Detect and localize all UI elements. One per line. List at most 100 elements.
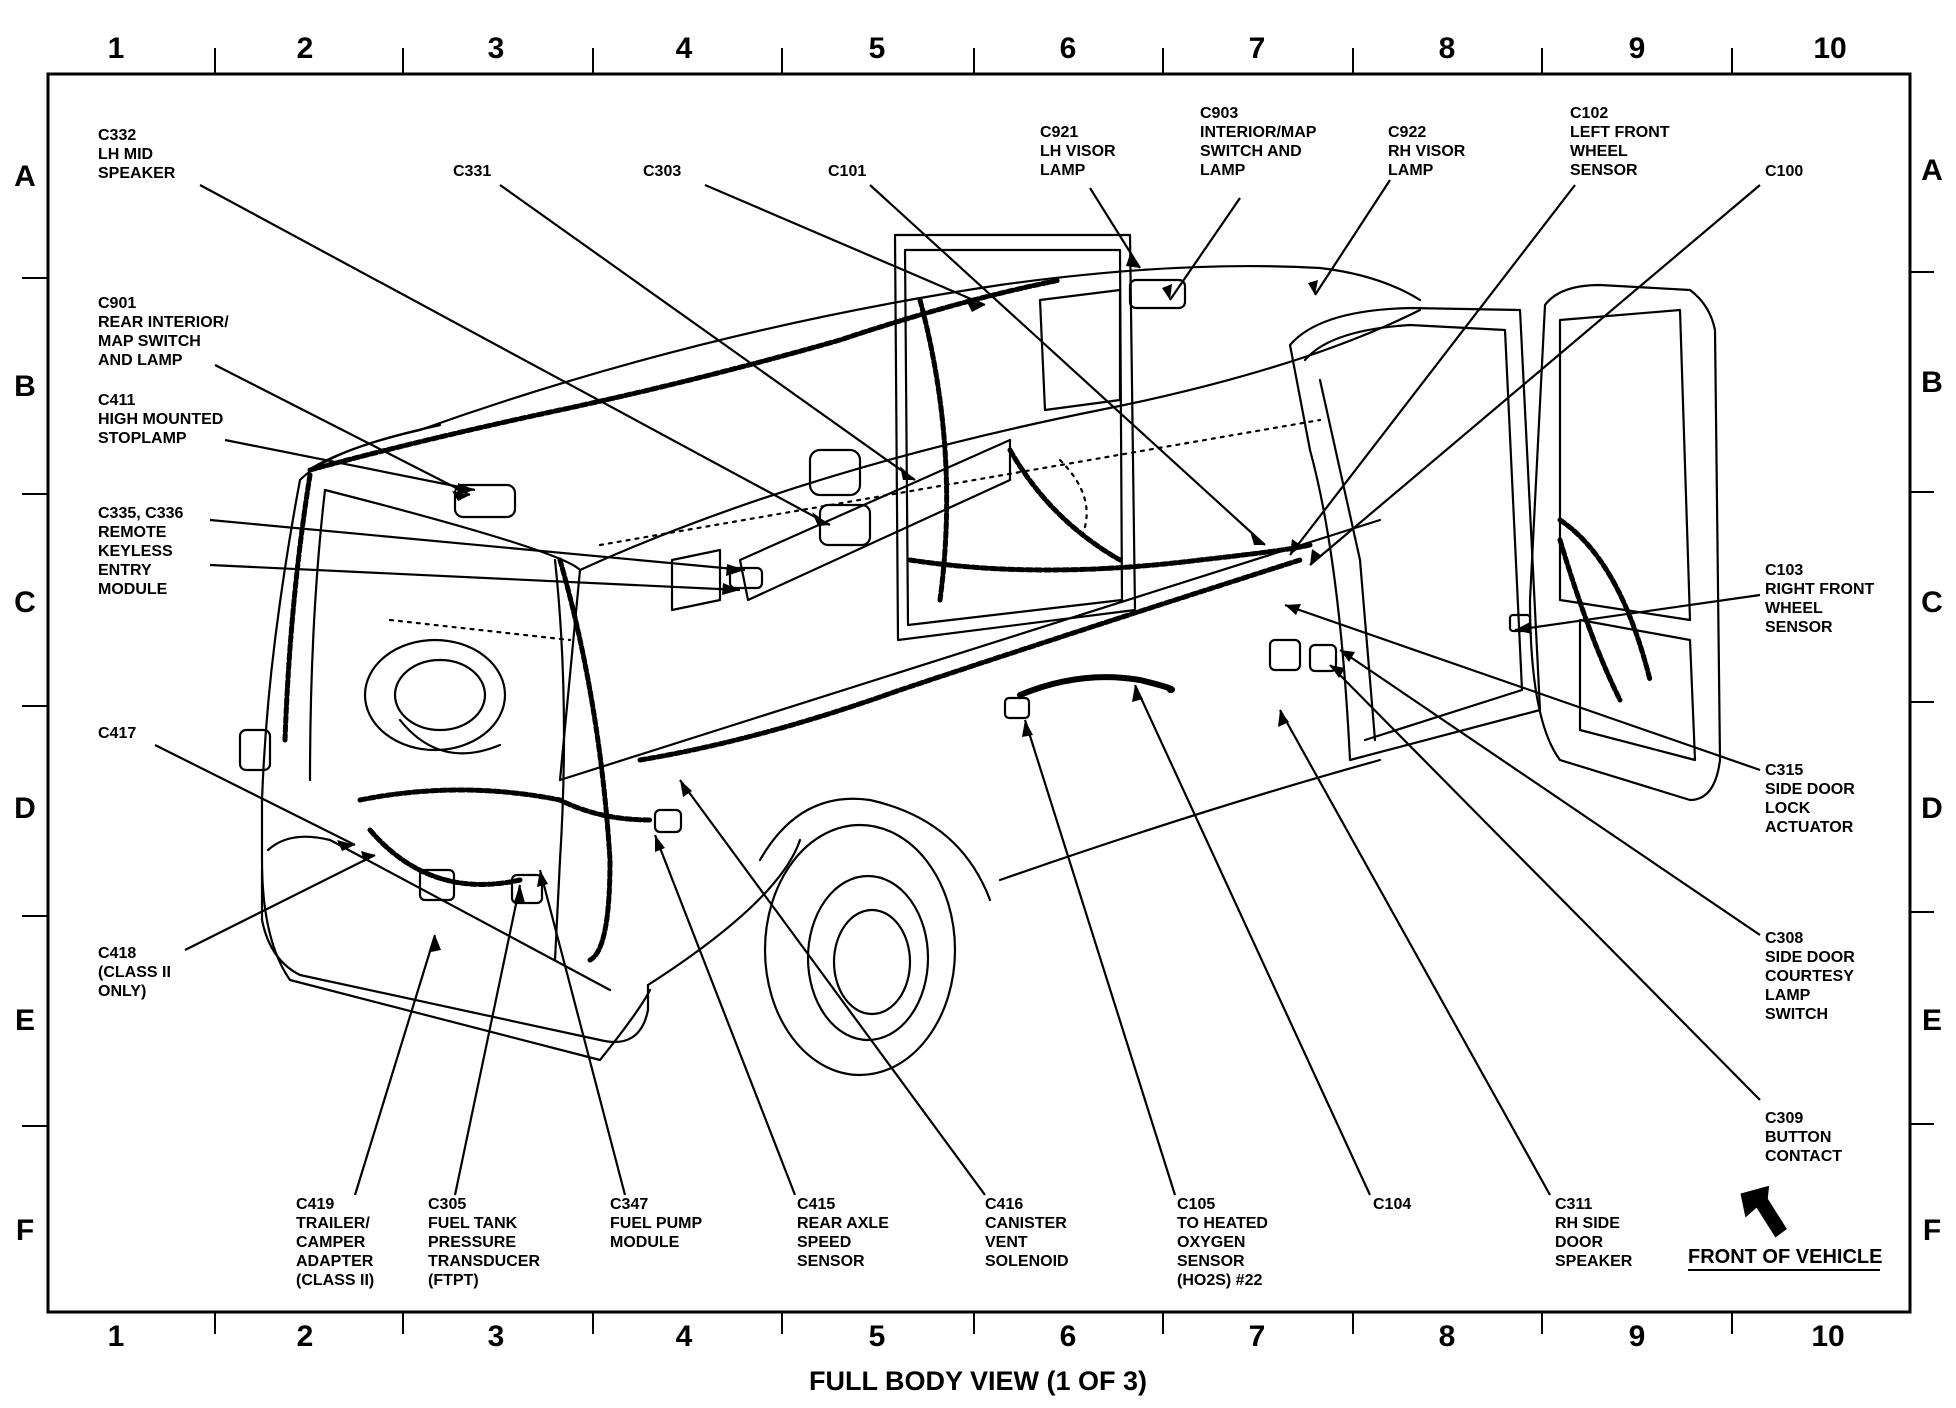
- callout-c418: C418 (CLASS II ONLY): [98, 945, 175, 1000]
- col-top-5: 5: [869, 32, 886, 65]
- col-bottom-5: 5: [869, 1320, 886, 1353]
- callout-c103: C103 RIGHT FRONT WHEEL SENSOR: [1765, 562, 1879, 636]
- leader-c335-b: [209, 563, 741, 592]
- leader-c921: [1089, 187, 1141, 269]
- col-bottom-7: 7: [1249, 1320, 1266, 1353]
- col-top-8: 8: [1439, 32, 1456, 65]
- callout-c903: C903 INTERIOR/MAP SWITCH AND LAMP: [1200, 105, 1321, 179]
- col-top-3: 3: [488, 32, 505, 65]
- leader-c332: [199, 184, 831, 526]
- callout-c101: C101: [828, 163, 866, 180]
- row-left-f: F: [16, 1214, 34, 1247]
- right-row-ruler: A B C D E F: [1921, 154, 1943, 1247]
- callout-c347: C347 FUEL PUMP MODULE: [610, 1196, 706, 1251]
- leader-c105: [1023, 719, 1177, 1196]
- callout-c901: C901 REAR INTERIOR/ MAP SWITCH AND LAMP: [98, 295, 233, 369]
- col-bottom-9: 9: [1629, 1320, 1646, 1353]
- leader-c104: [1134, 684, 1371, 1196]
- callout-c311: C311 RH SIDE DOOR SPEAKER: [1555, 1196, 1633, 1270]
- row-left-c: C: [14, 586, 36, 619]
- leader-c103: [1514, 593, 1761, 632]
- col-bottom-10: 10: [1811, 1320, 1844, 1353]
- callout-c100: C100: [1765, 163, 1803, 180]
- col-top-9: 9: [1629, 32, 1646, 65]
- row-left-d: D: [14, 792, 36, 825]
- leader-c416: [679, 779, 986, 1196]
- leader-c100: [1309, 184, 1761, 566]
- leader-c308: [1339, 649, 1761, 936]
- callout-c305: C305 FUEL TANK PRESSURE TRANSDUCER (FTPT…: [428, 1196, 544, 1289]
- leader-c347: [538, 869, 627, 1196]
- leader-c903: [1169, 197, 1241, 301]
- callout-c921: C921 LH VISOR LAMP: [1040, 124, 1120, 179]
- leader-c922: [1314, 179, 1391, 296]
- callout-c335-c336: C335, C336 REMOTE KEYLESS ENTRY MODULE: [98, 505, 188, 598]
- row-left-e: E: [15, 1004, 35, 1037]
- col-top-1: 1: [108, 32, 125, 65]
- front-arrow-icon: [1740, 1185, 1787, 1238]
- callout-c102: C102 LEFT FRONT WHEEL SENSOR: [1570, 105, 1674, 179]
- van-body-illustration: [238, 233, 1722, 1077]
- callout-c105: C105 TO HEATED OXYGEN SENSOR (HO2S) #22: [1177, 1196, 1272, 1289]
- callout-c303: C303: [643, 163, 681, 180]
- col-top-2: 2: [297, 32, 314, 65]
- front-of-vehicle-indicator: FRONT OF VEHICLE: [1688, 1185, 1882, 1271]
- figure-caption: FULL BODY VIEW (1 OF 3): [809, 1366, 1147, 1396]
- leader-c311: [1279, 709, 1551, 1196]
- leader-c411: [224, 438, 476, 492]
- callout-c417: C417: [98, 725, 136, 742]
- col-bottom-1: 1: [108, 1320, 125, 1353]
- leader-arrowheads: [337, 254, 1532, 952]
- row-right-c: C: [1921, 586, 1943, 619]
- leader-c415: [653, 834, 797, 1196]
- col-bottom-8: 8: [1439, 1320, 1456, 1353]
- leader-lines: [154, 179, 1761, 1196]
- diagram-frame: [46, 72, 1912, 1314]
- left-row-ruler: A B C D E F: [14, 160, 36, 1247]
- leader-c303: [704, 183, 986, 307]
- callout-c922: C922 RH VISOR LAMP: [1388, 124, 1470, 179]
- callout-c308: C308 SIDE DOOR COURTESY LAMP SWITCH: [1765, 930, 1859, 1023]
- leader-c331: [499, 184, 916, 481]
- leader-c419: [353, 934, 437, 1196]
- leader-c305: [453, 884, 522, 1196]
- row-left-a: A: [14, 160, 36, 193]
- row-right-a: A: [1921, 154, 1943, 187]
- callout-c309: C309 BUTTON CONTACT: [1765, 1110, 1842, 1165]
- leader-c315: [1284, 603, 1761, 772]
- callout-labels: C332 LH MID SPEAKER C331 C303 C101 C921 …: [98, 105, 1879, 1289]
- bottom-ticks: [214, 1312, 1733, 1334]
- leader-c102: [1289, 184, 1576, 556]
- front-of-vehicle-label: FRONT OF VEHICLE: [1688, 1246, 1882, 1268]
- callout-c416: C416 CANISTER VENT SOLENOID: [985, 1196, 1071, 1270]
- col-top-10: 10: [1813, 32, 1846, 65]
- leader-c901: [214, 364, 471, 496]
- col-top-6: 6: [1060, 32, 1077, 65]
- leader-c101: [869, 184, 1266, 546]
- bottom-column-ruler: 1 2 3 4 5 6 7 8 9 10: [108, 1320, 1845, 1353]
- top-ticks: [214, 48, 1733, 74]
- callout-c332: C332 LH MID SPEAKER: [98, 127, 176, 182]
- col-bottom-2: 2: [297, 1320, 314, 1353]
- row-right-b: B: [1921, 366, 1943, 399]
- leader-c309: [1329, 664, 1761, 1101]
- col-top-4: 4: [676, 32, 693, 65]
- row-left-b: B: [14, 370, 36, 403]
- col-top-7: 7: [1249, 32, 1266, 65]
- row-right-d: D: [1921, 792, 1943, 825]
- leader-c417: [154, 744, 356, 846]
- top-column-ruler: 1 2 3 4 5 6 7 8 9 10: [108, 32, 1847, 65]
- callout-c315: C315 SIDE DOOR LOCK ACTUATOR: [1765, 762, 1859, 836]
- callout-c419: C419 TRAILER/ CAMPER ADAPTER (CLASS II): [296, 1196, 378, 1289]
- callout-c411: C411 HIGH MOUNTED STOPLAMP: [98, 392, 228, 447]
- row-right-f: F: [1923, 1214, 1941, 1247]
- leader-c335-a: [209, 518, 746, 572]
- row-right-e: E: [1922, 1004, 1942, 1037]
- callout-c104: C104: [1373, 1196, 1411, 1213]
- col-bottom-3: 3: [488, 1320, 505, 1353]
- col-bottom-6: 6: [1060, 1320, 1077, 1353]
- side-ticks: [22, 271, 1934, 1127]
- callout-c415: C415 REAR AXLE SPEED SENSOR: [797, 1196, 893, 1270]
- callout-c331: C331: [453, 163, 491, 180]
